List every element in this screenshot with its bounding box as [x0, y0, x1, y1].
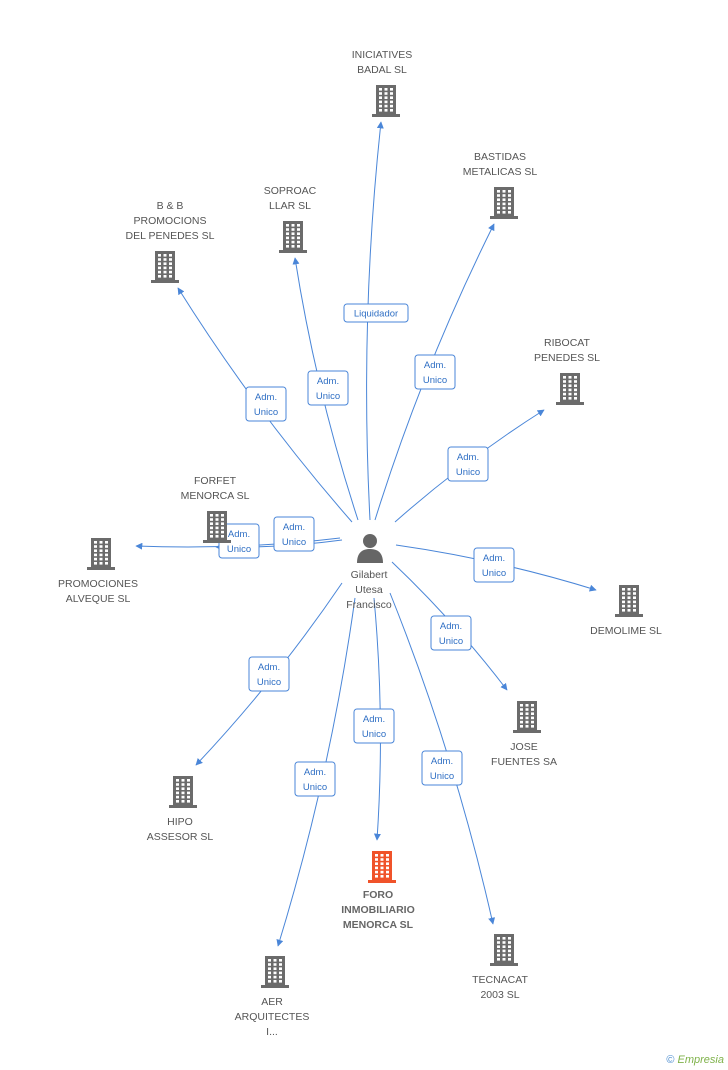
- person-icon[interactable]: [355, 532, 385, 564]
- role-label-demolime[interactable]: Adm. Unico: [473, 547, 515, 583]
- role-text: Adm.: [283, 522, 305, 533]
- role-text: Adm.: [363, 714, 385, 725]
- building-icon[interactable]: [278, 220, 308, 254]
- role-label-hipo[interactable]: Adm. Unico: [248, 656, 290, 692]
- role-text: Adm.: [440, 621, 462, 632]
- company-label-hipo[interactable]: HIPO ASSESOR SL: [146, 816, 214, 843]
- role-text: Unico: [482, 568, 506, 579]
- company-label-soproac[interactable]: SOPROAC LLAR SL: [263, 185, 317, 212]
- company-label-foro[interactable]: FORO INMOBILIARIO MENORCA SL: [341, 889, 415, 931]
- role-text: Adm.: [424, 360, 446, 371]
- brand-name: Empresia: [677, 1054, 724, 1066]
- building-icon[interactable]: [202, 510, 232, 544]
- building-icon[interactable]: [168, 775, 198, 809]
- company-label-bastidas[interactable]: BASTIDAS METALICAS SL: [462, 151, 538, 178]
- role-text: Unico: [316, 391, 340, 402]
- role-text: Unico: [430, 771, 454, 782]
- company-label-aer[interactable]: AER ARQUITECTES I...: [234, 996, 310, 1038]
- role-label-soproac[interactable]: Adm. Unico: [307, 370, 349, 406]
- brand-logo[interactable]: © Empresia: [666, 1054, 724, 1066]
- role-label-ribocat[interactable]: Adm. Unico: [447, 446, 489, 482]
- role-text: Unico: [303, 782, 327, 793]
- company-label-bb[interactable]: B & B PROMOCIONS DEL PENEDES SL: [125, 200, 215, 242]
- role-text: Adm.: [304, 767, 326, 778]
- role-text: Unico: [423, 375, 447, 386]
- role-text: Unico: [282, 537, 306, 548]
- company-label-forfet[interactable]: FORFET MENORCA SL: [180, 475, 250, 502]
- company-label-ribocat[interactable]: RIBOCAT PENEDES SL: [534, 337, 600, 364]
- role-label-aer[interactable]: Adm. Unico: [294, 761, 336, 797]
- role-label-bastidas[interactable]: Adm. Unico: [414, 354, 456, 390]
- company-label-alveque[interactable]: PROMOCIONES ALVEQUE SL: [58, 578, 138, 605]
- role-text: Adm.: [228, 529, 250, 540]
- building-icon[interactable]: [489, 186, 519, 220]
- role-label-tecnacat[interactable]: Adm. Unico: [421, 750, 463, 786]
- role-text: Adm.: [317, 376, 339, 387]
- role-text: Unico: [439, 636, 463, 647]
- company-label-iniciatives[interactable]: INICIATIVES BADAL SL: [351, 49, 413, 76]
- building-icon[interactable]: [371, 84, 401, 118]
- person-name[interactable]: Gilabert Utesa Francisco: [346, 569, 392, 611]
- role-label-forfet[interactable]: Adm. Unico: [273, 516, 315, 552]
- building-icon[interactable]: [150, 250, 180, 284]
- building-icon[interactable]: [555, 372, 585, 406]
- role-text: Adm.: [258, 662, 280, 673]
- building-icon[interactable]: [260, 955, 290, 989]
- building-icon[interactable]: [614, 584, 644, 618]
- role-label-jose[interactable]: Adm. Unico: [430, 615, 472, 651]
- company-label-tecnacat[interactable]: TECNACAT 2003 SL: [472, 974, 528, 1001]
- role-text: Adm.: [255, 392, 277, 403]
- role-text: Unico: [456, 467, 480, 478]
- role-text: Adm.: [457, 452, 479, 463]
- role-text: Unico: [362, 729, 386, 740]
- building-icon[interactable]: [489, 933, 519, 967]
- building-icon[interactable]: [512, 700, 542, 734]
- role-text: Unico: [254, 407, 278, 418]
- building-icon[interactable]: [367, 850, 397, 884]
- role-text: Unico: [257, 677, 281, 688]
- role-text: Adm.: [483, 553, 505, 564]
- copyright-icon: ©: [666, 1054, 675, 1066]
- role-label-bb[interactable]: Adm. Unico: [245, 386, 287, 422]
- company-label-demolime[interactable]: DEMOLIME SL: [590, 625, 662, 637]
- building-icon[interactable]: [86, 537, 116, 571]
- role-label-foro[interactable]: Adm. Unico: [353, 708, 395, 744]
- role-text: Adm.: [431, 756, 453, 767]
- role-text: Liquidador: [354, 309, 398, 320]
- role-label-iniciatives[interactable]: Liquidador: [343, 303, 409, 323]
- role-text: Unico: [227, 544, 251, 555]
- company-label-jose[interactable]: JOSE FUENTES SA: [491, 741, 557, 768]
